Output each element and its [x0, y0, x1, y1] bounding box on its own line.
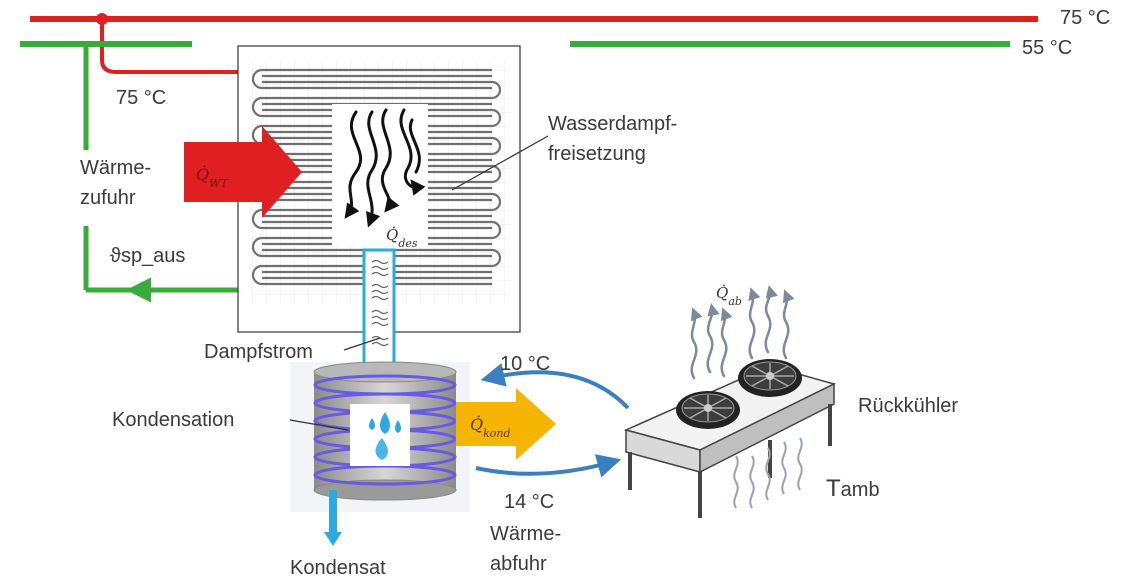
droplets-icon — [369, 412, 401, 460]
label-dry-cooler: Rückkühler — [858, 395, 958, 417]
label-heat-rejection-1: Wärme- — [490, 523, 561, 545]
fan-icon — [738, 359, 802, 397]
dry-cooler-icon: Q̇ab — [623, 284, 837, 518]
leader-lines — [289, 135, 549, 431]
label-heat-rejection-2: abfuhr — [490, 553, 547, 575]
label-vapor-release-1: Wasserdampf- — [548, 113, 677, 135]
heat-supply-arrow: Q̇WT — [184, 126, 302, 218]
hot-water-line — [30, 13, 1038, 82]
cooler-steam — [690, 285, 795, 380]
label-temp-warm: 55 °C — [1022, 37, 1072, 59]
label-vapor-release-2: freisetzung — [548, 143, 646, 165]
condenser — [290, 361, 470, 546]
label-heat-supply-2: zufuhr — [80, 187, 136, 209]
label-condensation: Kondensation — [112, 409, 234, 431]
vapor-release-swirls — [344, 108, 426, 228]
label-vapor-flow: Dampfstrom — [204, 341, 313, 363]
label-temp-cold-return: 10 °C — [500, 353, 550, 375]
q-wr-symbol: Q̇WT — [196, 165, 229, 190]
q-ab-symbol: Q̇ab — [716, 284, 742, 308]
label-heat-supply-1: Wärme- — [80, 157, 151, 179]
warm-water-line — [20, 41, 1010, 303]
label-sp-aus: ϑsp_aus — [110, 245, 185, 267]
cooling-loop — [475, 363, 630, 478]
label-temp-hot: 75 °C — [1060, 7, 1110, 29]
fan-icon — [676, 391, 740, 429]
ambient-waves — [733, 437, 803, 509]
label-condensate: Kondensat — [290, 557, 386, 579]
q-des-symbol: Q̇des — [386, 226, 418, 250]
label-ambient-temp: Tamb — [826, 475, 880, 502]
heat-rejection-arrow: Q̇kond — [456, 388, 556, 460]
label-temp-cold-supply: 14 °C — [504, 491, 554, 513]
desorption-window — [332, 104, 428, 246]
label-temp-inlet: 75 °C — [116, 87, 166, 109]
q-kond-symbol: Q̇kond — [470, 415, 511, 440]
